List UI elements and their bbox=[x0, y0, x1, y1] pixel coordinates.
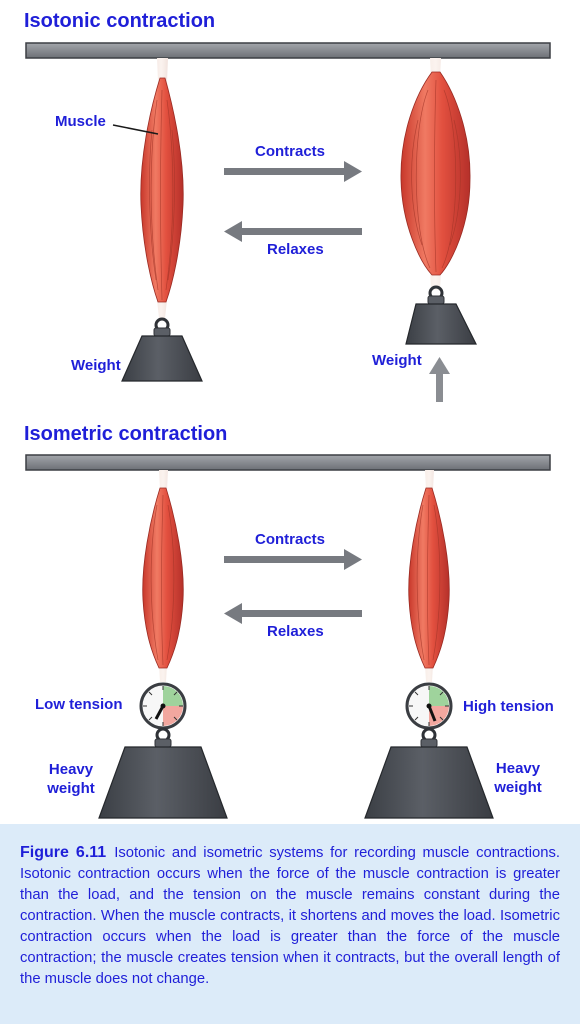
isometric-contracts-arrow bbox=[224, 549, 362, 570]
isotonic-contracts-arrow bbox=[224, 161, 362, 182]
weight-lifted-arrow bbox=[429, 357, 450, 402]
isometric-left-muscle bbox=[142, 470, 184, 682]
contraction-diagram bbox=[25, 42, 551, 819]
isometric-left-heavy-weight bbox=[98, 738, 228, 819]
isometric-support-bar bbox=[25, 454, 551, 471]
low-tension-label: Low tension bbox=[35, 696, 123, 713]
isotonic-contracted-muscle bbox=[400, 58, 471, 290]
heavy-weight-left-label: Heavy weight bbox=[47, 761, 95, 797]
isometric-relaxes-arrow bbox=[224, 603, 362, 624]
isometric-relaxes-label: Relaxes bbox=[267, 623, 324, 640]
isotonic-relaxes-label: Relaxes bbox=[267, 241, 324, 258]
isotonic-title: Isotonic contraction bbox=[24, 10, 216, 32]
low-tension-gauge bbox=[139, 682, 187, 743]
isometric-contracts-label: Contracts bbox=[255, 531, 326, 548]
isotonic-right-weight-label: Weight bbox=[372, 352, 422, 369]
muscle-label: Muscle bbox=[55, 113, 106, 130]
isometric-title: Isometric contraction bbox=[24, 423, 228, 445]
high-tension-gauge bbox=[405, 682, 453, 743]
heavy-weight-right-label: Heavy weight bbox=[494, 760, 542, 796]
isotonic-contracts-label: Contracts bbox=[255, 143, 326, 160]
figure-number: Figure 6.11 bbox=[20, 844, 107, 861]
high-tension-label: High tension bbox=[463, 698, 554, 715]
isotonic-left-weight bbox=[121, 317, 203, 382]
isotonic-relaxed-muscle bbox=[140, 58, 184, 318]
isometric-right-heavy-weight bbox=[364, 738, 494, 819]
isotonic-relaxes-arrow bbox=[224, 221, 362, 242]
isotonic-right-weight bbox=[405, 285, 477, 345]
isometric-right-muscle bbox=[408, 470, 450, 682]
muscle-leader-line bbox=[112, 124, 159, 135]
caption-text: Isotonic and isometric systems for recor… bbox=[20, 845, 561, 987]
isotonic-left-weight-label: Weight bbox=[71, 357, 121, 374]
isotonic-support-bar bbox=[25, 42, 551, 59]
